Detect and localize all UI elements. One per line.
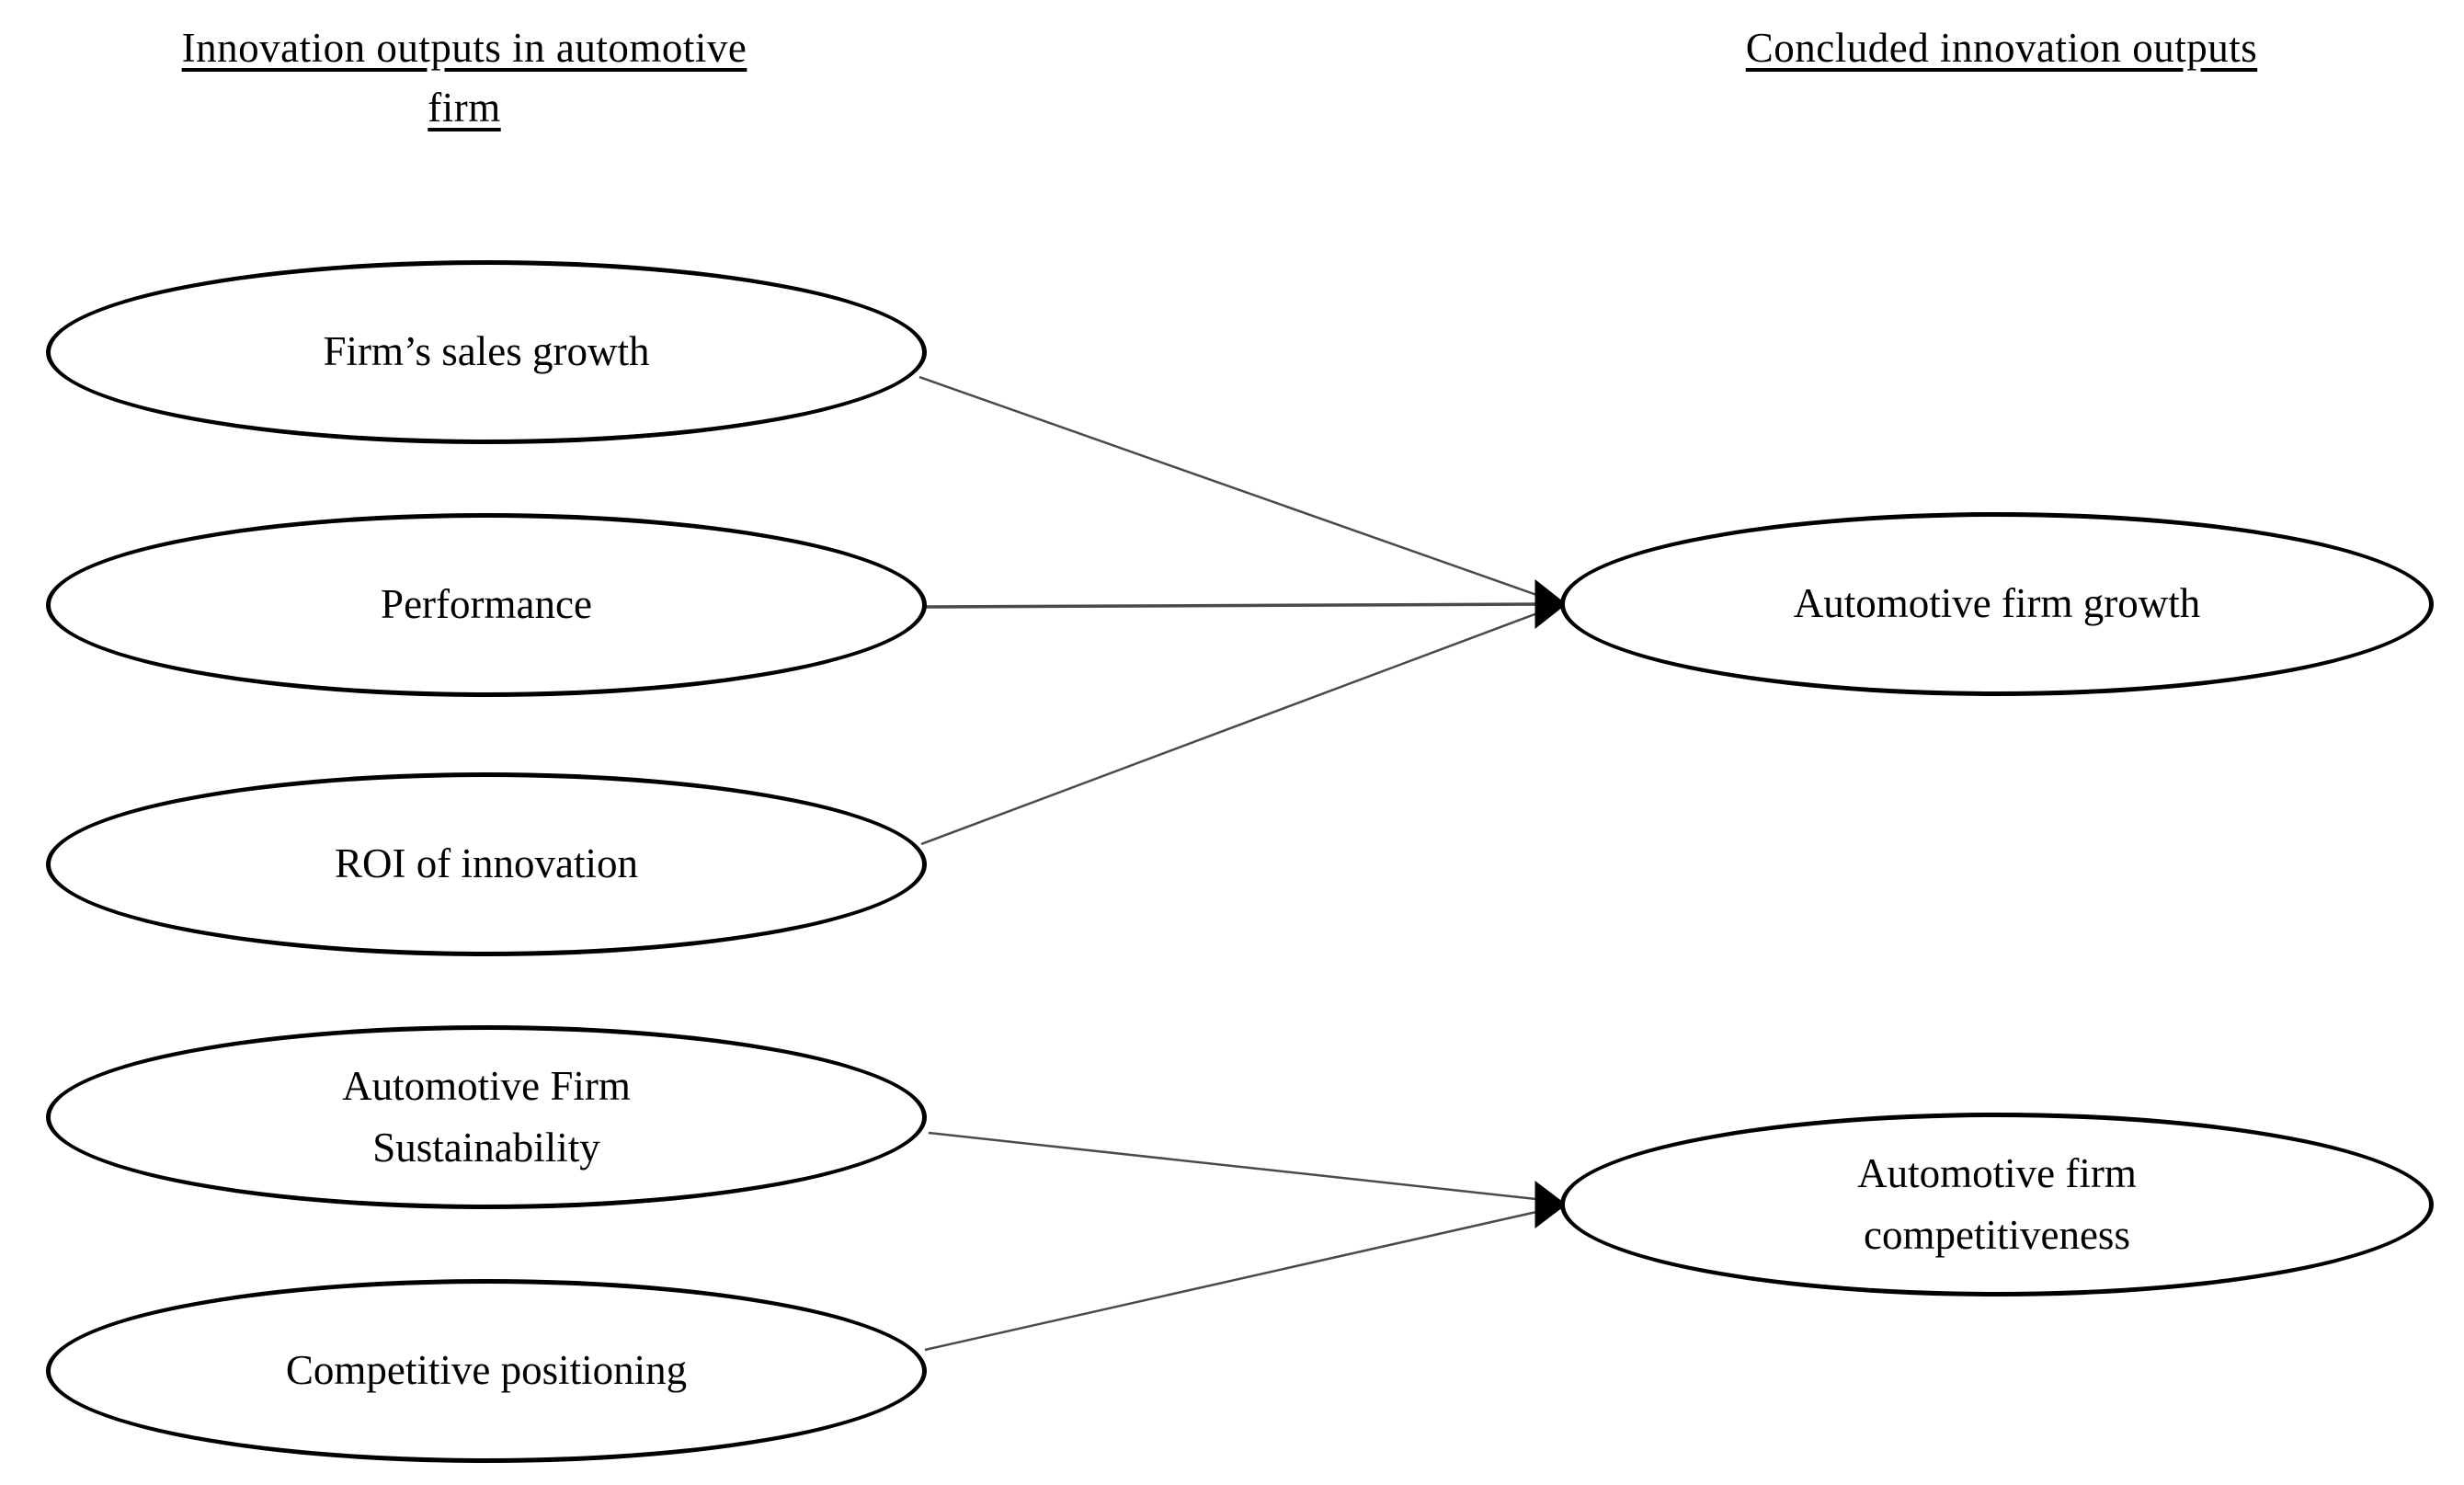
node-roi-of-innovation: ROI of innovation: [46, 772, 927, 956]
left-column-header: Innovation outputs in automotive firm: [181, 25, 747, 131]
node-firms-sales-growth: Firm’s sales growth: [46, 260, 927, 444]
arrow-sustainability-to-competitiveness: [928, 1131, 1546, 1202]
arrow-positioning-to-competitiveness: [924, 1208, 1546, 1352]
node-automotive-firm-growth: Automotive firm growth: [1560, 512, 2434, 696]
node-automotive-firm-sustainability: Automotive Firm Sustainability: [46, 1025, 927, 1209]
node-performance: Performance: [46, 513, 927, 697]
arrow-roi-to-growth: [920, 609, 1546, 846]
node-competitive-positioning: Competitive positioning: [46, 1279, 927, 1463]
node-automotive-firm-competitiveness: Automotive firm competitiveness: [1560, 1113, 2434, 1297]
arrow-sales-to-growth: [918, 375, 1546, 600]
arrow-performance-to-growth: [924, 602, 1546, 609]
right-column-header: Concluded innovation outputs: [1745, 25, 2258, 71]
